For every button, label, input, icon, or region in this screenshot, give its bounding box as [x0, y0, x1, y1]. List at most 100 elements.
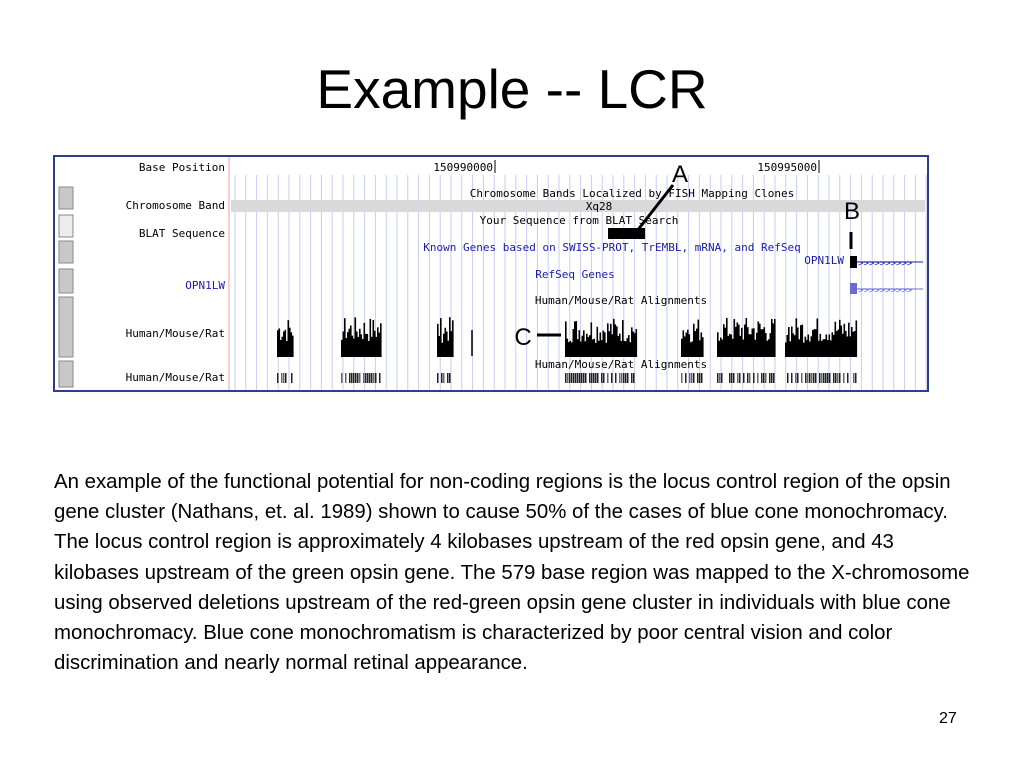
conservation-button[interactable]: [58, 296, 74, 358]
wiggle-bar: [815, 329, 817, 357]
alignment-tick: [591, 373, 593, 383]
wiggle-bar: [344, 318, 346, 357]
wiggle-bar: [578, 330, 581, 357]
wiggle-bar: [617, 336, 620, 357]
wiggle-bar: [806, 339, 808, 357]
link-opn1lw[interactable]: OPN1LW: [185, 279, 225, 292]
wiggle-bar: [693, 323, 695, 357]
alignment-button[interactable]: [58, 360, 74, 388]
alignment-tick: [749, 373, 751, 383]
wiggle-bar: [699, 340, 701, 357]
alignment-tick: [281, 373, 283, 383]
wiggle-bar: [855, 320, 858, 357]
wiggle-bar: [571, 342, 573, 357]
alignment-tick: [685, 373, 687, 383]
alignment-tick: [579, 373, 581, 383]
wiggle-bar: [592, 339, 594, 357]
known-gene-strand-arrows: >>>>>>>>>>: [858, 259, 913, 269]
blat-title: Your Sequence from BLAT Search: [480, 214, 679, 227]
wiggle-bar: [572, 329, 575, 357]
wiggle-bar: [589, 335, 591, 357]
alignment-tick: [829, 373, 831, 383]
refseq-button[interactable]: [58, 268, 74, 294]
wiggle-bar: [803, 342, 805, 357]
wiggle-bar: [281, 336, 284, 357]
wiggle-bar: [598, 340, 600, 357]
alignment-tick: [589, 373, 591, 383]
wiggle-bar: [768, 339, 770, 357]
annotation-b: B: [844, 198, 860, 225]
wiggle-bar: [839, 319, 841, 357]
alignment-tick: [739, 373, 741, 383]
wiggle-bar: [613, 318, 615, 357]
wiggle-bar: [687, 329, 689, 357]
alignment-tick: [611, 373, 613, 383]
alignment-tick: [373, 373, 375, 383]
wiggle-bar: [372, 320, 375, 357]
wiggle-bar: [691, 341, 694, 357]
wiggle-bar: [685, 332, 688, 357]
wiggle-bar: [368, 340, 370, 357]
wiggle-bar: [628, 335, 630, 357]
alignment-tick: [601, 373, 603, 383]
alignment-tick: [283, 373, 285, 383]
wiggle-bar: [356, 331, 358, 357]
blat-sequence-button[interactable]: [58, 214, 74, 238]
alignment-tick: [763, 373, 765, 383]
wiggle-bar: [444, 327, 447, 357]
ruler: 150990000 150995000: [433, 160, 820, 174]
wiggle-bar: [377, 327, 379, 357]
refseq-title[interactable]: RefSeq Genes: [535, 268, 614, 281]
alignment-tick: [743, 373, 745, 383]
alignment-tick: [615, 373, 617, 383]
wiggle-bar: [739, 335, 742, 357]
wiggle-bar: [852, 331, 855, 357]
wiggle-bar: [440, 318, 442, 357]
alignment-tick: [835, 373, 837, 383]
gene-name-label[interactable]: OPN1LW: [804, 254, 844, 267]
wiggle-bar: [447, 340, 450, 357]
alignment-tick: [603, 373, 605, 383]
wiggle-bar: [347, 332, 349, 357]
alignment-tick: [771, 373, 773, 383]
alignment-tick: [843, 373, 845, 383]
known-genes-title[interactable]: Known Genes based on SWISS-PROT, TrEMBL,…: [423, 241, 801, 254]
hmr-title-1: Human/Mouse/Rat Alignments: [535, 294, 707, 307]
wiggle-bar: [751, 328, 754, 357]
wiggle-bar: [836, 331, 838, 357]
wiggle-bar: [750, 334, 752, 357]
alignment-tick: [809, 373, 811, 383]
wiggle-bar: [278, 328, 281, 357]
wiggle-bar: [341, 339, 343, 357]
wiggle-bar: [748, 334, 751, 357]
known-genes-button[interactable]: [58, 240, 74, 264]
wiggle-bar: [756, 332, 758, 357]
alignment-tick: [699, 373, 701, 383]
alignment-tick: [853, 373, 855, 383]
refseq-gene-exon: [850, 283, 857, 294]
alignment-tick: [807, 373, 809, 383]
alignment-tick: [825, 373, 827, 383]
wiggle-bar: [614, 324, 617, 357]
wiggle-bar: [727, 335, 730, 357]
chromosome-band-button[interactable]: [58, 186, 74, 210]
wiggle-bar: [438, 336, 441, 357]
alignment-tick: [375, 373, 377, 383]
wiggle-bar: [622, 320, 624, 357]
alignment-tick: [769, 373, 771, 383]
wiggle-bar: [726, 317, 728, 357]
wiggle-bar: [446, 331, 448, 357]
wiggle-bar: [812, 330, 814, 357]
ruler-position-2: 150995000: [757, 161, 817, 174]
wiggle-bar: [584, 341, 587, 357]
wiggle-bar: [566, 338, 569, 357]
alignment-tick: [583, 373, 585, 383]
alignment-tick: [819, 373, 821, 383]
wiggle-bar: [848, 322, 850, 357]
wiggle-bar: [360, 334, 363, 357]
genome-browser-image: Base Position Chromosome Band BLAT Seque…: [53, 155, 929, 392]
wiggle-bar: [449, 317, 451, 357]
wiggle-bar: [851, 327, 853, 357]
alignment-tick: [355, 373, 357, 383]
wiggle-bar: [380, 323, 382, 357]
